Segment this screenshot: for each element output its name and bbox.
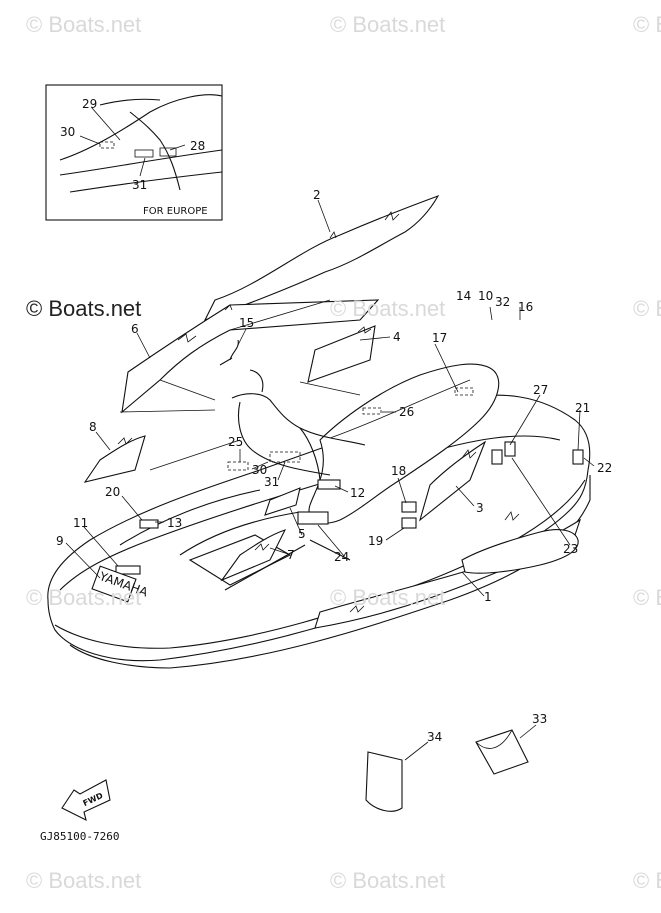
callout-18: 18	[391, 464, 406, 478]
callout-19: 19	[368, 534, 383, 548]
decal-27a	[491, 449, 503, 465]
callout-14: 14	[456, 289, 471, 303]
callout-16: 16	[518, 300, 533, 314]
inset-handlebar	[59, 94, 223, 161]
decal-7	[220, 529, 287, 582]
callout-33: 33	[532, 712, 547, 726]
decal-11	[115, 565, 141, 575]
decal-19	[401, 517, 417, 529]
decal-2	[203, 194, 440, 322]
callout-24: 24	[334, 550, 349, 564]
decal-18	[401, 501, 417, 513]
decal-25	[227, 461, 249, 471]
callout-31: 31	[264, 475, 279, 489]
sponson	[461, 529, 579, 574]
decal-9	[91, 565, 137, 603]
part-33	[475, 729, 529, 775]
inset-callout-31: 31	[132, 178, 147, 192]
inset-box	[45, 84, 223, 221]
inset-frame	[45, 84, 223, 221]
callout-7: 7	[287, 548, 295, 562]
callout-25: 25	[228, 435, 243, 449]
callout-27: 27	[533, 383, 548, 397]
callout-9: 9	[56, 534, 64, 548]
decal-1	[314, 518, 582, 629]
inset-for-europe-label: FOR EUROPE	[143, 206, 208, 217]
leader-lines	[65, 199, 595, 761]
decal-8	[83, 435, 146, 483]
inset-decal-31	[134, 149, 154, 158]
inset-callout-29: 29	[82, 97, 97, 111]
watermark: © Boats.net	[330, 12, 446, 37]
watermark: © Boats.net	[26, 12, 142, 37]
jetski-body: YAMAHA	[47, 363, 591, 669]
watermark: © Boats.net	[330, 296, 446, 321]
watermark: © Boats.net	[330, 868, 446, 893]
callout-3: 3	[476, 501, 484, 515]
callout-5: 5	[298, 527, 306, 541]
watermark: © B	[633, 12, 661, 37]
inset-decal-30	[99, 141, 115, 149]
part-code: GJ85100-7260	[40, 830, 120, 843]
callout-1: 1	[484, 590, 492, 604]
part-15	[219, 339, 239, 366]
callout-17: 17	[432, 331, 447, 345]
callout-2: 2	[313, 188, 321, 202]
decal-20	[139, 519, 159, 529]
watermark: © Boats.net	[330, 585, 446, 610]
decal-17	[454, 387, 474, 396]
watermark-strong: © Boats.net	[26, 296, 142, 321]
hull-outline	[47, 394, 591, 662]
decal-26	[362, 407, 382, 415]
callout-10: 10	[478, 289, 493, 303]
callout-34: 34	[427, 730, 442, 744]
callout-12: 12	[350, 486, 365, 500]
callout-26: 26	[399, 405, 414, 419]
callout-11: 11	[73, 516, 88, 530]
decal-12	[317, 479, 341, 490]
callout-23: 23	[563, 542, 578, 556]
decal-6	[121, 299, 380, 414]
watermark: © Boats.net	[26, 868, 142, 893]
decal-22	[572, 449, 584, 465]
decal-27b	[504, 441, 516, 457]
inset-decal-28	[159, 147, 177, 157]
callout-15: 15	[239, 316, 254, 330]
part-34	[365, 751, 403, 812]
fwd-arrow-icon: FWD	[61, 779, 111, 822]
callout-6: 6	[131, 322, 139, 336]
watermark: © B	[633, 585, 661, 610]
watermark: © B	[633, 296, 661, 321]
watermark: © Boats.net	[26, 585, 142, 610]
callout-20: 20	[105, 485, 120, 499]
watermark: © B	[633, 868, 661, 893]
callout-4: 4	[393, 330, 401, 344]
callout-30: 30	[252, 463, 267, 477]
decal-5	[264, 487, 301, 516]
inset-callout-28: 28	[190, 139, 205, 153]
guide-lines	[119, 299, 361, 471]
callout-21: 21	[575, 401, 590, 415]
callout-13: 13	[167, 516, 182, 530]
decal-3	[418, 440, 487, 522]
decal-4	[307, 325, 376, 383]
callout-32: 32	[495, 295, 510, 309]
callout-labels: 2 6 15 4 14 10 32 16 17 27 21 22 26 8 25…	[56, 97, 612, 744]
inset-callout-30: 30	[60, 125, 75, 139]
decal-24	[297, 511, 329, 525]
handlebar	[231, 393, 366, 446]
callout-22: 22	[597, 461, 612, 475]
callout-8: 8	[89, 420, 97, 434]
